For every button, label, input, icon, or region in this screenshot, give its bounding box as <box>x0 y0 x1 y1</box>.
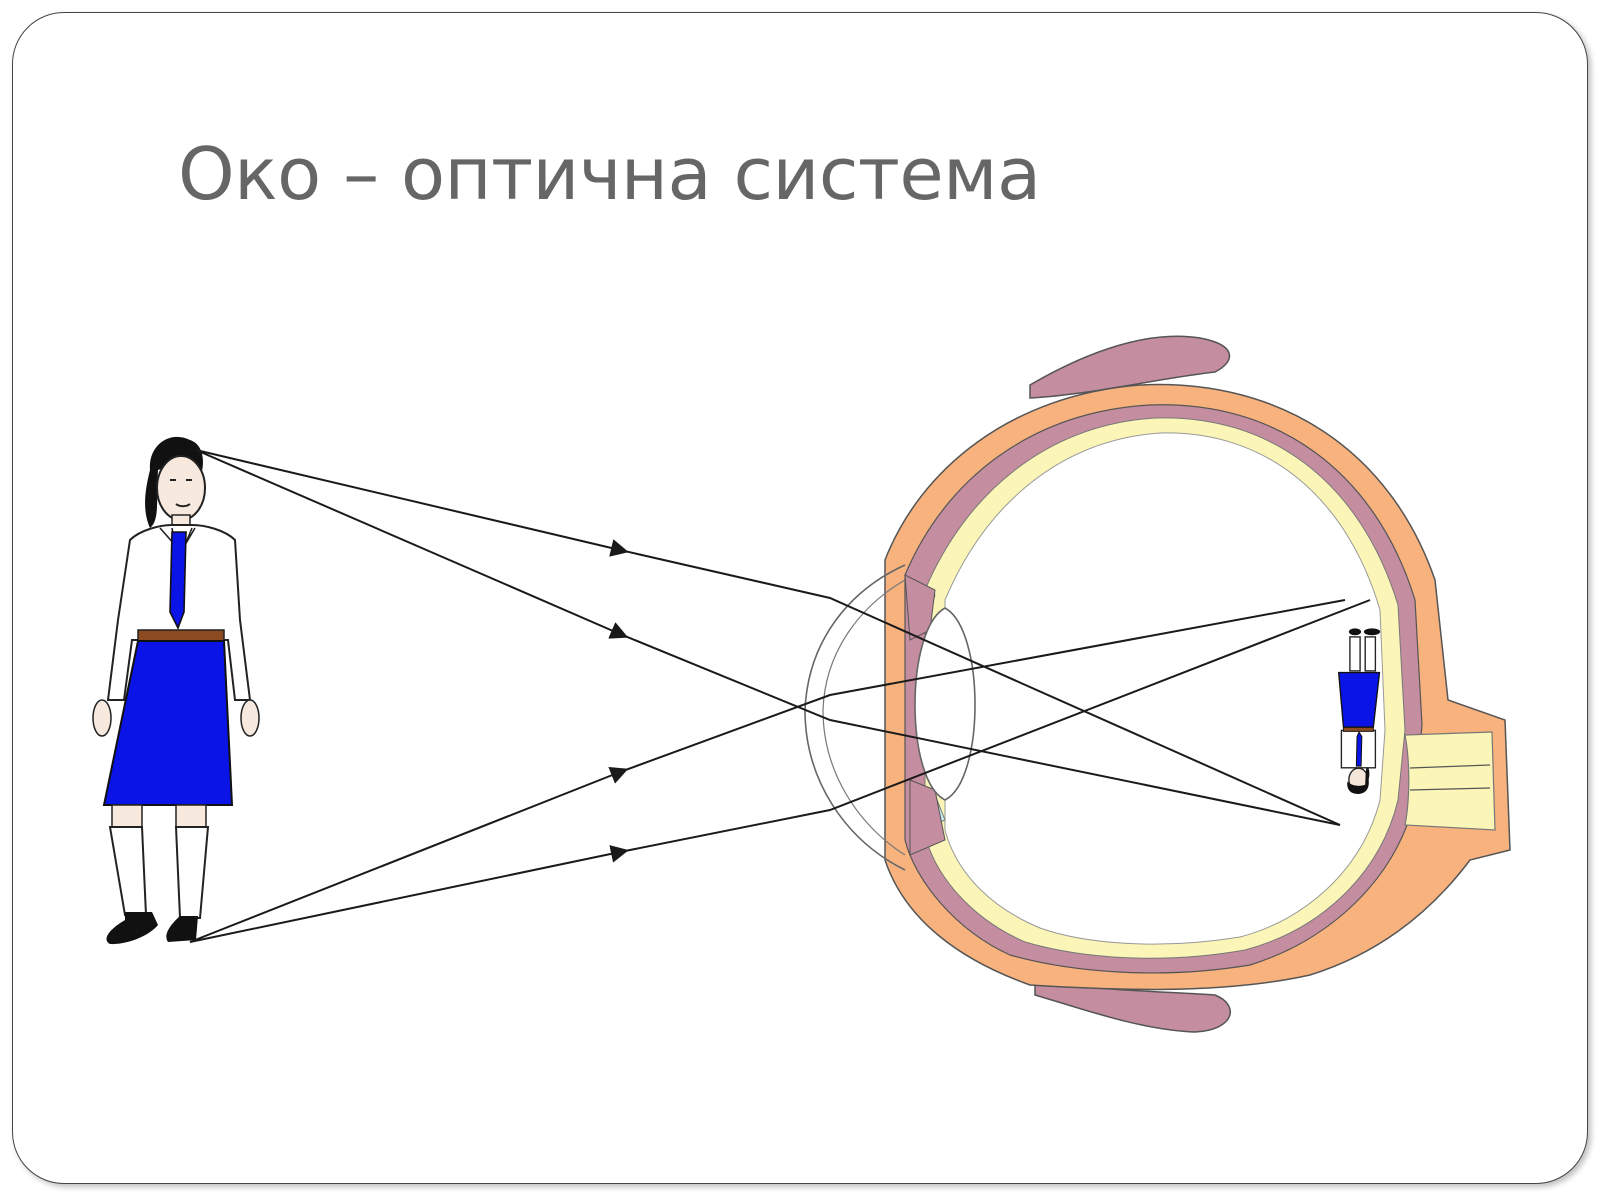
ray-head-2-b <box>619 633 1341 826</box>
vitreous-body <box>944 432 1386 945</box>
inverted-image <box>1337 628 1381 794</box>
girl-shoes <box>106 912 198 945</box>
light-rays <box>189 449 1371 943</box>
girl-skirt <box>102 640 234 806</box>
object-girl <box>92 436 260 945</box>
ray-feet-1-a <box>189 766 629 943</box>
cornea-inner <box>822 579 906 856</box>
girl-face <box>156 455 206 521</box>
ray-feet-2-b <box>619 599 1371 853</box>
ray-feet-2-a <box>189 845 629 943</box>
optic-nerve-center <box>1409 764 1491 791</box>
ray-head-1-b <box>619 549 1341 826</box>
girl-belt <box>137 629 225 642</box>
slide-title: Око – оптична система <box>178 132 1041 216</box>
iris-lower <box>909 779 946 856</box>
ray-head-2-a <box>195 449 629 639</box>
ray-head-1-a <box>195 449 629 557</box>
girl-tie <box>169 531 187 630</box>
girl-socks <box>108 826 210 919</box>
optic-nerve <box>1404 731 1496 831</box>
eye-cross-section <box>804 335 1511 1033</box>
ray-feet-1-b <box>619 599 1346 773</box>
